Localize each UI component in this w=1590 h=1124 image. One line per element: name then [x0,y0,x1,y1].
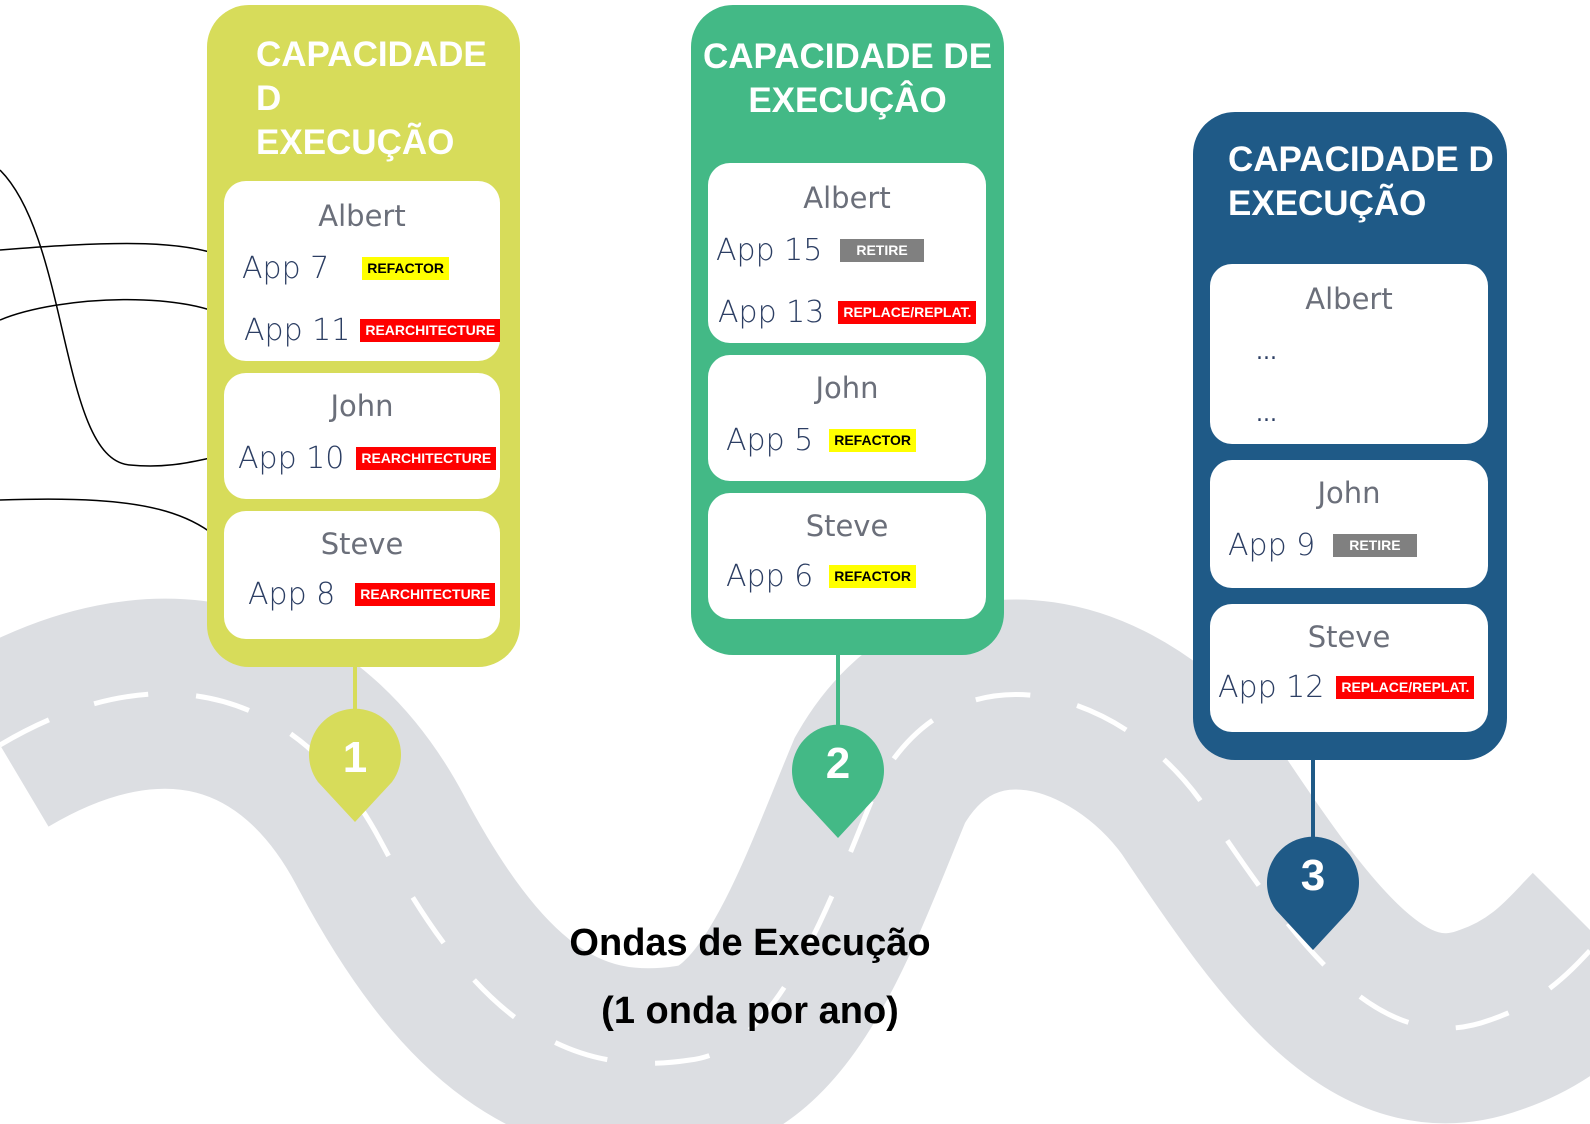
app-name: App 10 [238,441,345,476]
ellipsis-placeholder: ... [1256,340,1277,365]
wave-3-title: CAPACIDADE D EXECUÇÃO [1228,140,1494,223]
person-card-steve: Steve App 6 REFACTOR [708,493,986,619]
app-row: App 11 REARCHITECTURE [244,313,501,348]
app-row: App 15 RETIRE [716,233,924,268]
tag-refactor: REFACTOR [829,565,916,588]
person-name: Albert [1305,282,1393,316]
app-row: App 12 REPLACE/REPLAT. [1218,670,1475,705]
person-card-albert: Albert App 7 REFACTOR App 11 REARCHITECT… [224,181,501,361]
tag-replace-replat: REPLACE/REPLAT. [1336,676,1475,699]
app-name: App 12 [1218,670,1325,705]
person-card-john: John App 10 REARCHITECTURE [224,373,500,499]
wave-2-number: 2 [825,739,851,788]
person-name: Albert [803,181,891,215]
wave-3-number: 3 [1300,851,1326,900]
person-card-john: John App 9 RETIRE [1210,460,1488,588]
app-name: App 5 [726,423,814,458]
tag-refactor: REFACTOR [362,257,449,280]
app-name: App 15 [716,233,823,268]
person-name: John [330,389,394,423]
person-card-albert: Albert ... ... [1210,264,1488,444]
person-name: Albert [318,199,406,233]
tag-retire: RETIRE [1333,534,1417,557]
person-name: Steve [1307,620,1391,654]
connector-line-app11 [0,298,237,323]
wave-1-title: CAPACIDADE D EXECUÇÃO [256,35,487,162]
app-name: App 6 [726,559,814,594]
app-row: App 8 REARCHITECTURE [248,577,496,612]
wave-2-stem [836,648,840,728]
app-row: App 5 REFACTOR [726,423,916,458]
app-name: App 8 [248,577,336,612]
app-name: App 13 [718,295,825,330]
person-card-albert: Albert App 15 RETIRE App 13 REPLACE/REPL… [708,163,986,343]
caption-title: Ondas de Execução [569,922,931,964]
tag-refactor: REFACTOR [829,429,916,452]
wave-3-panel: CAPACIDADE D EXECUÇÃO Albert ... ... Joh… [1193,112,1507,760]
tag-retire: RETIRE [840,239,924,262]
caption-subtitle: (1 onda por ano) [601,990,899,1032]
wave-1-panel: CAPACIDADE D EXECUÇÃO Albert App 7 REFAC… [207,5,520,667]
person-card-john: John App 5 REFACTOR [708,355,986,481]
tag-rearchitecture: REARCHITECTURE [360,319,501,342]
app-row: App 6 REFACTOR [726,559,916,594]
wave-2-panel: CAPACIDADE DE EXECUÇÂO Albert App 15 RET… [691,5,1004,655]
person-card-steve: Steve App 12 REPLACE/REPLAT. [1210,604,1488,732]
wave-2-title: CAPACIDADE DE EXECUÇÂO [702,37,993,120]
app-row: App 13 REPLACE/REPLAT. [718,295,977,330]
tag-rearchitecture: REARCHITECTURE [355,583,496,606]
wave-3-stem [1311,756,1315,840]
person-name: John [815,371,879,405]
person-card-steve: Steve App 8 REARCHITECTURE [224,511,500,639]
person-name: John [1317,476,1381,510]
road-center-dashes [0,691,1590,1066]
tag-rearchitecture: REARCHITECTURE [356,447,497,470]
person-name: Steve [320,527,404,561]
connector-line-app7 [0,242,233,261]
app-name: App 9 [1228,528,1316,563]
pin-2-shape [792,724,884,838]
person-name: Steve [805,509,889,543]
app-row: App 9 RETIRE [1228,528,1417,563]
app-name: App 7 [242,251,330,286]
pin-1-shape [309,708,401,822]
wave-1-number: 1 [342,733,368,782]
connector-line-app10 [0,169,233,467]
app-name: App 11 [244,313,351,348]
ellipsis-placeholder: ... [1256,402,1277,427]
app-row: App 10 REARCHITECTURE [238,441,497,476]
wave-1-stem [353,660,357,720]
tag-replace-replat: REPLACE/REPLAT. [838,301,977,324]
app-row: App 7 REFACTOR [242,251,449,286]
pin-3-shape [1267,836,1359,950]
